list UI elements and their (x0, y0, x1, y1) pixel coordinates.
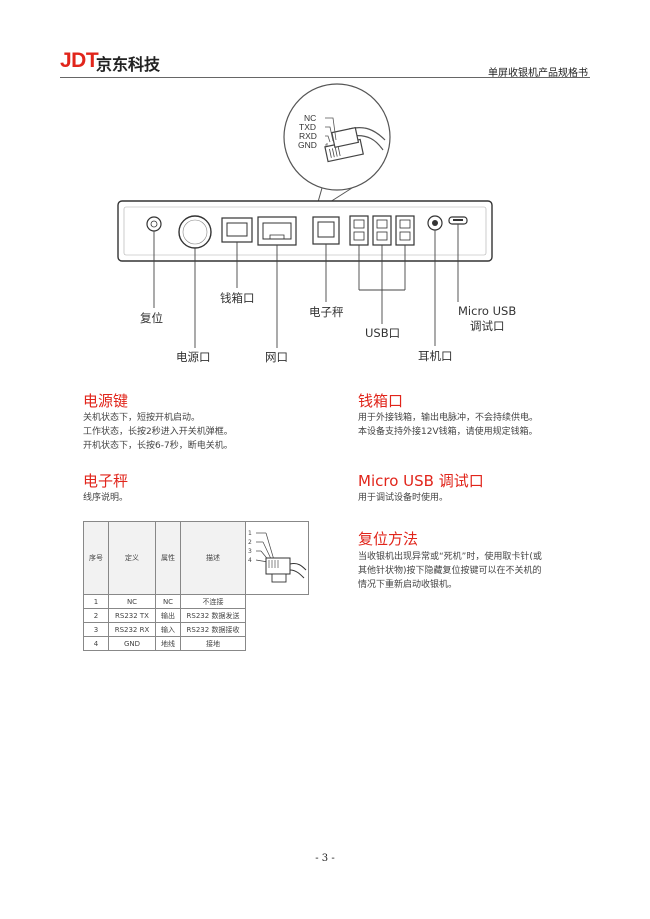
section-title-cashbox: 钱箱口 (358, 392, 404, 410)
reset-line: 当收银机出现异常或“死机”时，使用取卡针(或 (358, 552, 542, 562)
table-cell: 地线 (155, 636, 181, 651)
section-body-power-key: 关机状态下，短按开机启动。 工作状态，长按2秒进入开关机弹框。 开机状态下，长按… (83, 411, 233, 453)
table-cell: 2 (83, 608, 109, 623)
pin-label-gnd: GND (298, 140, 317, 150)
section-body-micro-usb: 用于调试设备时使用。 (358, 491, 448, 505)
table-header-row: 序号 定义 属性 描述 (83, 521, 309, 595)
header-divider (60, 77, 590, 78)
document-title: 单屏收银机产品规格书 (488, 68, 588, 79)
connector-pin-number: 1 (248, 530, 252, 537)
cashbox-line: 用于外接钱箱，输出电脉冲，不会持续供电。 (358, 413, 539, 423)
label-micro-usb-line2: 调试口 (470, 319, 505, 333)
micro-usb-line: 用于调试设备时使用。 (358, 493, 449, 503)
power-key-line: 开机状态下，长按6-7秒，断电关机。 (83, 441, 233, 451)
scale-line: 线序说明。 (83, 493, 129, 503)
table-row: 1 NC NC 不连接 (83, 594, 309, 609)
table-cell: 不连接 (180, 594, 246, 609)
pin-label-rxd: RXD (299, 131, 317, 141)
table-cell: 输入 (155, 622, 181, 637)
label-earphone-port: 耳机口 (418, 349, 453, 363)
table-cell: GND (108, 636, 156, 651)
table-cell: 接地 (180, 636, 246, 651)
table-cell: RS232 RX (108, 622, 156, 637)
power-key-line: 关机状态下，短按开机启动。 (83, 413, 201, 423)
label-scale-port: 电子秤 (309, 305, 344, 319)
table-header-cell: 属性 (155, 521, 181, 595)
pin-label-txd: TXD (299, 122, 316, 132)
table-row: 2 RS232 TX 输出 RS232 数据发送 (83, 608, 309, 623)
rear-panel-drawing (117, 83, 493, 348)
section-body-scale: 线序说明。 (83, 491, 128, 505)
table-cell: RS232 TX (108, 608, 156, 623)
section-title-micro-usb: Micro USB 调试口 (358, 472, 484, 490)
table-cell: RS232 数据接收 (180, 622, 246, 637)
table-header-cell: 序号 (83, 521, 109, 595)
cashbox-line: 本设备支持外接12V钱箱，请使用规定钱箱。 (358, 427, 538, 437)
page-number: - 3 - (315, 853, 335, 864)
logo-company-name: 京东科技 (96, 55, 161, 74)
table-cell: 4 (83, 636, 109, 651)
label-network-port: 网口 (265, 350, 288, 364)
label-cashbox-port: 钱箱口 (220, 291, 255, 305)
power-key-line: 工作状态，长按2秒进入开关机弹框。 (83, 427, 233, 437)
rear-panel-diagram: NC TXD RXD GND 复位 电源口 钱箱口 网口 电子秤 USB口 耳机… (100, 80, 540, 380)
connector-illustration-cell: 1 2 3 4 (245, 521, 309, 595)
section-title-power-key: 电源键 (83, 392, 129, 410)
section-body-cashbox: 用于外接钱箱，输出电脉冲，不会持续供电。 本设备支持外接12V钱箱，请使用规定钱… (358, 411, 538, 439)
table-row: 3 RS232 RX 输入 RS232 数据接收 (83, 622, 309, 637)
scale-pin-table: 序号 定义 属性 描述 (83, 521, 309, 651)
reset-line: 情况下重新启动收银机。 (358, 580, 458, 590)
label-micro-usb-line1: Micro USB (458, 304, 517, 318)
pin-label-nc: NC (304, 113, 317, 123)
table-header-cell: 定义 (108, 521, 156, 595)
label-power-port: 电源口 (176, 350, 211, 364)
table-cell: 3 (83, 622, 109, 637)
table-cell: NC (108, 594, 156, 609)
connector-pin-number: 3 (248, 548, 252, 555)
section-title-scale: 电子秤 (83, 472, 129, 490)
reset-line: 其他针状物)按下隐藏复位按键可以在不关机的 (358, 566, 542, 576)
connector-pin-number: 4 (248, 557, 252, 564)
table-row: 4 GND 地线 接地 (83, 636, 309, 651)
label-reset: 复位 (140, 311, 163, 325)
table-header-cell: 描述 (180, 521, 246, 595)
section-body-reset-method: 当收银机出现异常或“死机”时，使用取卡针(或 其他针状物)按下隐藏复位按键可以在… (358, 550, 542, 592)
section-title-reset-method: 复位方法 (358, 530, 419, 548)
connector-illustration: 1 2 3 4 (248, 530, 307, 583)
table-cell: 输出 (155, 608, 181, 623)
table-cell: 1 (83, 594, 109, 609)
logo-jdt: JDT (60, 49, 99, 72)
connector-pin-number: 2 (248, 539, 252, 546)
label-usb-port: USB口 (365, 326, 401, 340)
table-cell: RS232 数据发送 (180, 608, 246, 623)
table-cell: NC (155, 594, 181, 609)
